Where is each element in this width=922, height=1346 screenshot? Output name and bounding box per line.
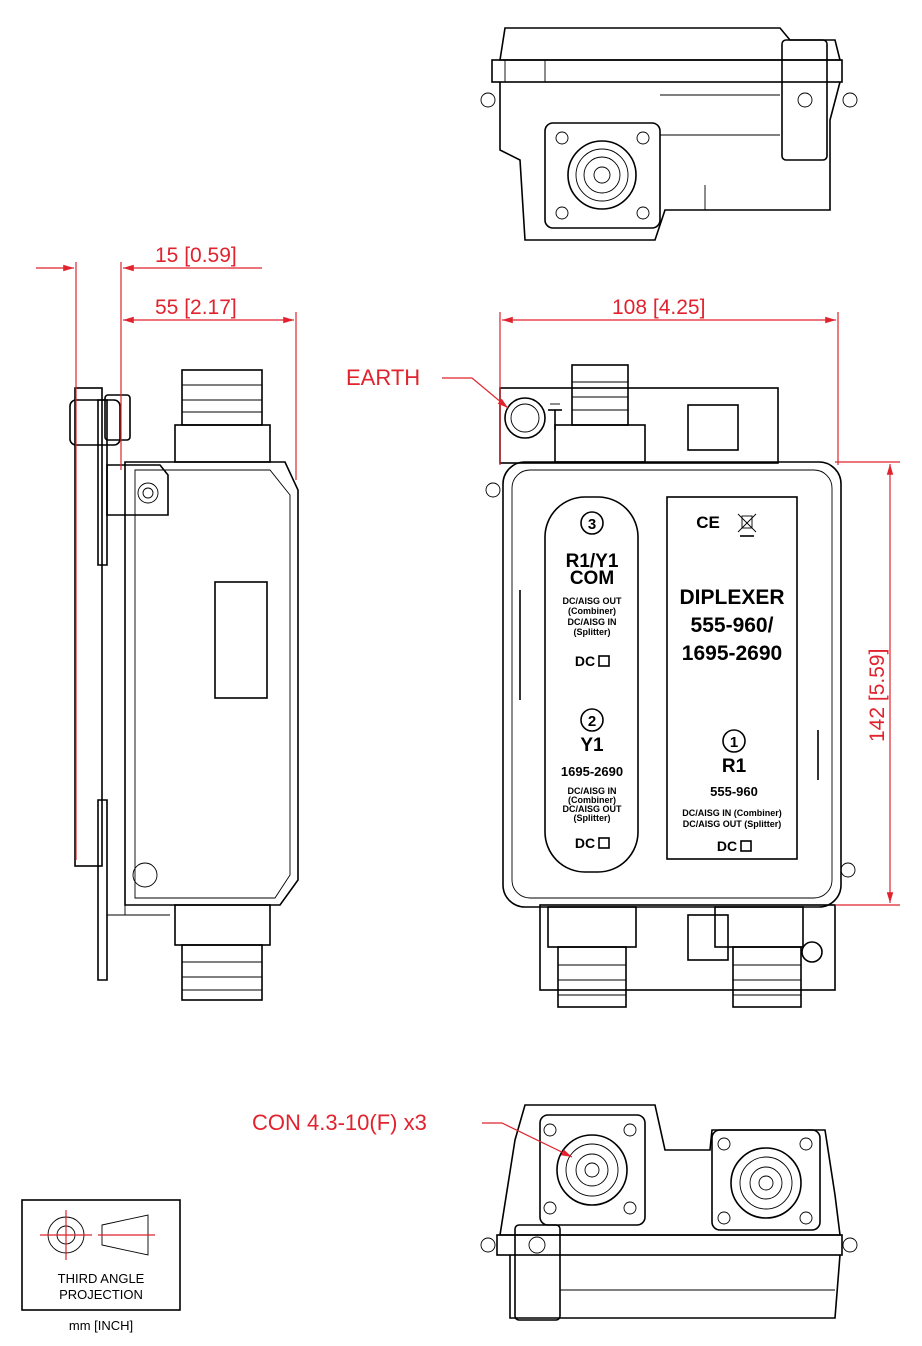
top-view [480,27,858,241]
dim-depth-label: 55 [2.17] [155,296,237,319]
label-panel-left: 3 R1/Y1 COM DC/AISG OUT (Combiner) DC/AI… [561,511,623,851]
port2-desc-line4: (Splitter) [574,813,611,823]
front-view: 3 R1/Y1 COM DC/AISG OUT (Combiner) DC/AI… [485,364,856,1008]
ce-mark: CE [696,513,720,532]
port1-band: 555-960 [710,784,758,799]
connector-3 [539,1114,646,1226]
title-line3: 1695-2690 [682,642,782,665]
port3-dc: DC [575,653,595,669]
connector-1 [711,1129,821,1231]
port3-desc-line4: (Splitter) [574,627,611,637]
port1-number: 1 [730,734,738,751]
side-view [69,369,299,1001]
connector-callout: CON 4.3-10(F) x3 [252,1110,573,1158]
dimension-width: 108 [4.25] [499,296,839,465]
port2-desc-line3: DC/AISG OUT [562,804,622,814]
port1-name: R1 [722,756,747,777]
units-label: mm [INCH] [69,1318,133,1333]
port3-desc-line2: (Combiner) [568,606,616,616]
earth-terminal [504,397,546,439]
dim-offset-label: 15 [0.59] [155,244,237,267]
port2-desc-line1: DC/AISG IN [567,786,616,796]
dimension-offset: 15 [0.59] [36,244,262,860]
port1-dc: DC [717,838,737,854]
port2-dc: DC [575,835,595,851]
port1-desc-line2: DC/AISG OUT (Splitter) [683,819,782,829]
port1-desc-line1: DC/AISG IN (Combiner) [682,808,782,818]
dimension-height: 142 [5.59] [835,461,900,906]
label-panel-right: CE DIPLEXER 555-960/ 1695-2690 1 R1 555-… [679,513,784,854]
weee-bin-icon [737,513,757,537]
port2-name: Y1 [580,735,604,756]
port3-number: 3 [588,516,596,533]
port2-desc-line2: (Combiner) [568,795,616,805]
title-line1: DIPLEXER [679,586,784,609]
port2-number: 2 [588,713,596,730]
dim-height-label: 142 [5.59] [866,649,889,742]
projection-symbol: THIRD ANGLE PROJECTION mm [INCH] [21,1199,181,1333]
dim-width-label: 108 [4.25] [612,296,705,319]
projection-line1: THIRD ANGLE [58,1271,145,1286]
title-line2: 555-960/ [691,614,774,637]
projection-line2: PROJECTION [59,1287,143,1302]
connector-label: CON 4.3-10(F) x3 [252,1110,427,1135]
port2-band: 1695-2690 [561,764,623,779]
earth-label: EARTH [346,365,420,390]
dimension-depth: 55 [2.17] [123,296,297,480]
port3-desc-line1: DC/AISG OUT [562,596,622,606]
earth-callout: EARTH [346,365,509,409]
port3-desc-line3: DC/AISG IN [567,617,616,627]
bottom-view [480,1104,858,1321]
port3-name-line2: COM [570,568,614,589]
port3-name-line1: R1/Y1 [566,551,619,572]
